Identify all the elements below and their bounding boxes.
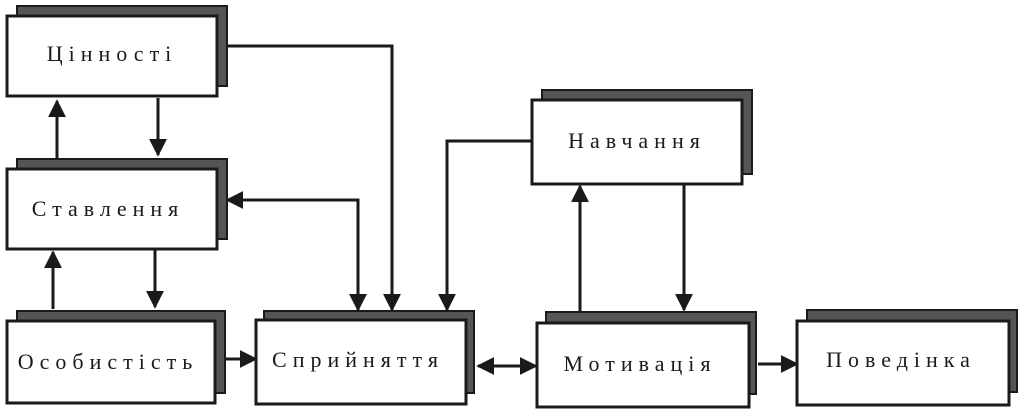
node-behavior: Поведінка bbox=[795, 309, 1018, 407]
node-personality-label: Особистість bbox=[18, 349, 199, 374]
node-values-label: Цінності bbox=[47, 41, 178, 66]
edge-learning-to-perception bbox=[438, 139, 532, 312]
node-attitude-label: Ставлення bbox=[32, 196, 185, 221]
node-attitude: Ставлення bbox=[5, 158, 228, 251]
edge-values-to-perception bbox=[227, 44, 401, 312]
edges bbox=[44, 44, 799, 375]
node-behavior-label: Поведінка bbox=[826, 347, 976, 372]
node-personality: Особистість bbox=[5, 310, 226, 405]
node-motivation: Мотивація bbox=[535, 311, 757, 409]
node-values: Цінності bbox=[5, 5, 228, 98]
node-motivation-label: Мотивація bbox=[564, 351, 717, 376]
node-perception: Сприйняття bbox=[254, 310, 475, 406]
node-perception-label: Сприйняття bbox=[272, 347, 444, 372]
node-learning: Навчання bbox=[530, 89, 753, 186]
edge-perception-attitude bbox=[225, 191, 367, 312]
node-learning-label: Навчання bbox=[568, 128, 706, 153]
